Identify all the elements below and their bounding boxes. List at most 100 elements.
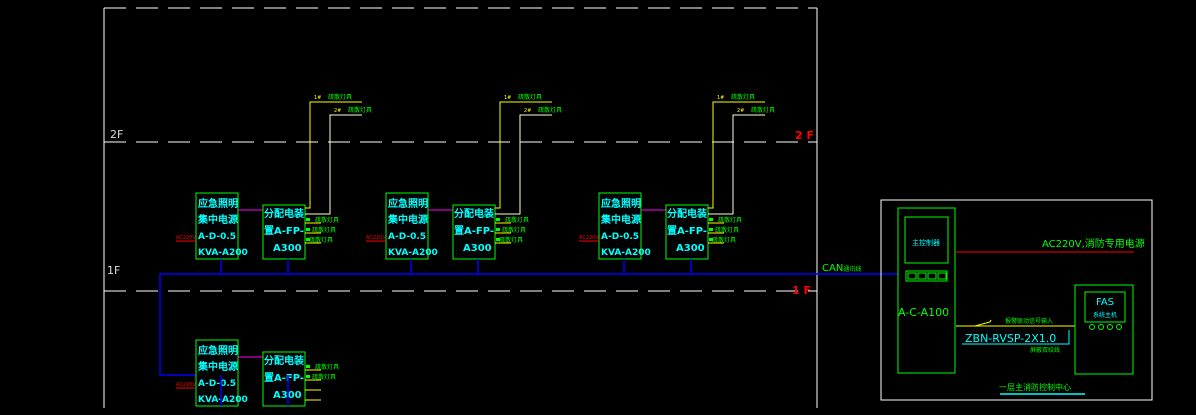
power-source-text: 集中电源 — [600, 213, 641, 226]
control-center-frame — [880, 199, 1153, 401]
power-source-box — [598, 192, 642, 260]
power-source-text: 应急照明 — [601, 197, 641, 210]
lighting-unit-1: 应急照明集中电源A-D-0.5KVA-A200AC220V分配电装置A-FP-A… — [176, 93, 372, 274]
fas-subtitle: 系统主机 — [1093, 311, 1117, 319]
control-center: 主控制器 A-C-A100 AC220V,消防专用电源 报警联动信号输入 ZBN… — [880, 199, 1153, 401]
can-bus-line — [159, 273, 898, 376]
lamp-label: 疏散灯具 — [712, 236, 736, 244]
indicator-lamp — [907, 272, 917, 280]
cable-label: 屏蔽双绞线 — [1030, 346, 1060, 354]
lamp-tag — [306, 375, 310, 378]
lamp-tag: 2# — [334, 108, 341, 114]
fas-led — [1098, 324, 1104, 330]
ac-input-label: AC220V — [579, 235, 599, 241]
lamp-tag: 2# — [737, 108, 744, 114]
controller-model: A-C-A100 — [898, 306, 949, 319]
lamp-tag — [709, 228, 713, 231]
lamp-tag — [496, 238, 500, 241]
power-source-box — [195, 339, 239, 407]
main-controller-label: 主控制器 — [912, 238, 940, 247]
lamp-label: 疏散灯具 — [715, 226, 739, 234]
distribution-text: 分配电装 — [667, 207, 707, 220]
distribution-text: 分配电装 — [454, 207, 494, 220]
fas-led — [1116, 324, 1122, 330]
ac-input-label: AC220V — [176, 382, 196, 388]
cable-underline — [962, 330, 1070, 345]
distribution-text: A300 — [273, 243, 302, 254]
lamp-label: 疏散灯具 — [518, 93, 542, 101]
main-controller-box — [904, 216, 949, 264]
ac-input-label: AC220V — [366, 235, 386, 241]
upper-lamp-line — [305, 101, 362, 209]
distribution-text: 置A-FP- — [667, 225, 707, 237]
lighting-unit-4: 应急照明集中电源A-D-0.5KVA-A200AC220V分配电装置A-FP-A… — [176, 339, 339, 407]
lamp-tag — [709, 238, 713, 241]
lamp-label: 疏散灯具 — [502, 226, 526, 234]
lamp-label: 疏散灯具 — [499, 236, 523, 244]
power-source-text: A-D-0.5 — [388, 232, 426, 242]
lamp-label: 疏散灯具 — [718, 216, 742, 224]
lamp-tag — [306, 228, 310, 231]
floor-tag-2f: 2 F — [795, 129, 814, 142]
power-source-text: A-D-0.5 — [198, 232, 236, 242]
fas-led — [1107, 324, 1113, 330]
upper-lamp-line — [305, 114, 362, 215]
power-source-text: 应急照明 — [198, 344, 238, 357]
control-center-title: 一层主消防控制中心 — [999, 382, 1071, 392]
lamp-label: 疏散灯具 — [328, 93, 352, 101]
lamp-label: 疏散灯具 — [309, 236, 333, 244]
power-source-box — [195, 192, 239, 260]
indicator-lamp — [927, 272, 937, 280]
signal-label: 报警联动信号输入 — [1005, 317, 1053, 325]
fas-led — [1089, 324, 1095, 330]
power-source-text: 集中电源 — [387, 213, 428, 226]
lamp-tag — [306, 238, 310, 241]
upper-lamp-line — [495, 114, 552, 215]
floor-tag-1f: 1 F — [792, 284, 811, 297]
cable-model: ZBN-RVSP-2X1.0 — [965, 332, 1056, 345]
lamp-label: 疏散灯具 — [312, 373, 336, 381]
floor-label-2f: 2F — [110, 128, 123, 141]
lamp-tag — [496, 218, 500, 221]
lamp-tag: 1# — [314, 95, 321, 101]
lamp-tag: 1# — [504, 95, 511, 101]
power-source-text: A-D-0.5 — [198, 379, 236, 389]
distribution-box — [452, 204, 496, 260]
lamp-label: 疏散灯具 — [315, 216, 339, 224]
can-bus-label: CAN通讯线 — [822, 263, 861, 274]
distribution-text: 置A-FP- — [264, 372, 304, 384]
indicator-lamp — [917, 272, 927, 280]
fas-host — [1074, 284, 1134, 375]
lamp-label: 疏散灯具 — [731, 93, 755, 101]
distribution-text: 置A-FP- — [454, 225, 494, 237]
lamp-label: 疏散灯具 — [315, 363, 339, 371]
power-source-text: KVA-A200 — [388, 248, 438, 258]
lighting-unit-3: 应急照明集中电源A-D-0.5KVA-A200AC220V分配电装置A-FP-A… — [579, 93, 775, 274]
distribution-text: 分配电装 — [264, 354, 304, 367]
indicator-panel — [905, 270, 948, 282]
fas-title: FAS — [1096, 297, 1114, 308]
lamp-tag — [306, 218, 310, 221]
lamp-label: 疏散灯具 — [538, 106, 562, 114]
fas-display — [1084, 291, 1126, 323]
power-source-text: 应急照明 — [198, 197, 238, 210]
power-source-text: A-D-0.5 — [601, 232, 639, 242]
distribution-text: A300 — [676, 243, 705, 254]
lamp-label: 疏散灯具 — [751, 106, 775, 114]
power-source-text: KVA-A200 — [198, 395, 248, 405]
lamp-tag: 1# — [717, 95, 724, 101]
lamp-tag: 2# — [524, 108, 531, 114]
power-source-text: 应急照明 — [388, 197, 428, 210]
upper-lamp-line — [708, 114, 765, 215]
upper-lamp-line — [708, 101, 765, 209]
power-source-text: KVA-A200 — [198, 248, 248, 258]
distribution-text: 分配电装 — [264, 207, 304, 220]
power-label: AC220V,消防专用电源 — [1042, 237, 1145, 250]
power-source-text: 集中电源 — [197, 360, 238, 373]
lighting-unit-2: 应急照明集中电源A-D-0.5KVA-A200AC220V分配电装置A-FP-A… — [366, 93, 562, 274]
lamp-tag — [306, 365, 310, 368]
power-source-box — [385, 192, 429, 260]
lamp-tag — [496, 228, 500, 231]
floor-label-1f: 1F — [107, 264, 120, 277]
